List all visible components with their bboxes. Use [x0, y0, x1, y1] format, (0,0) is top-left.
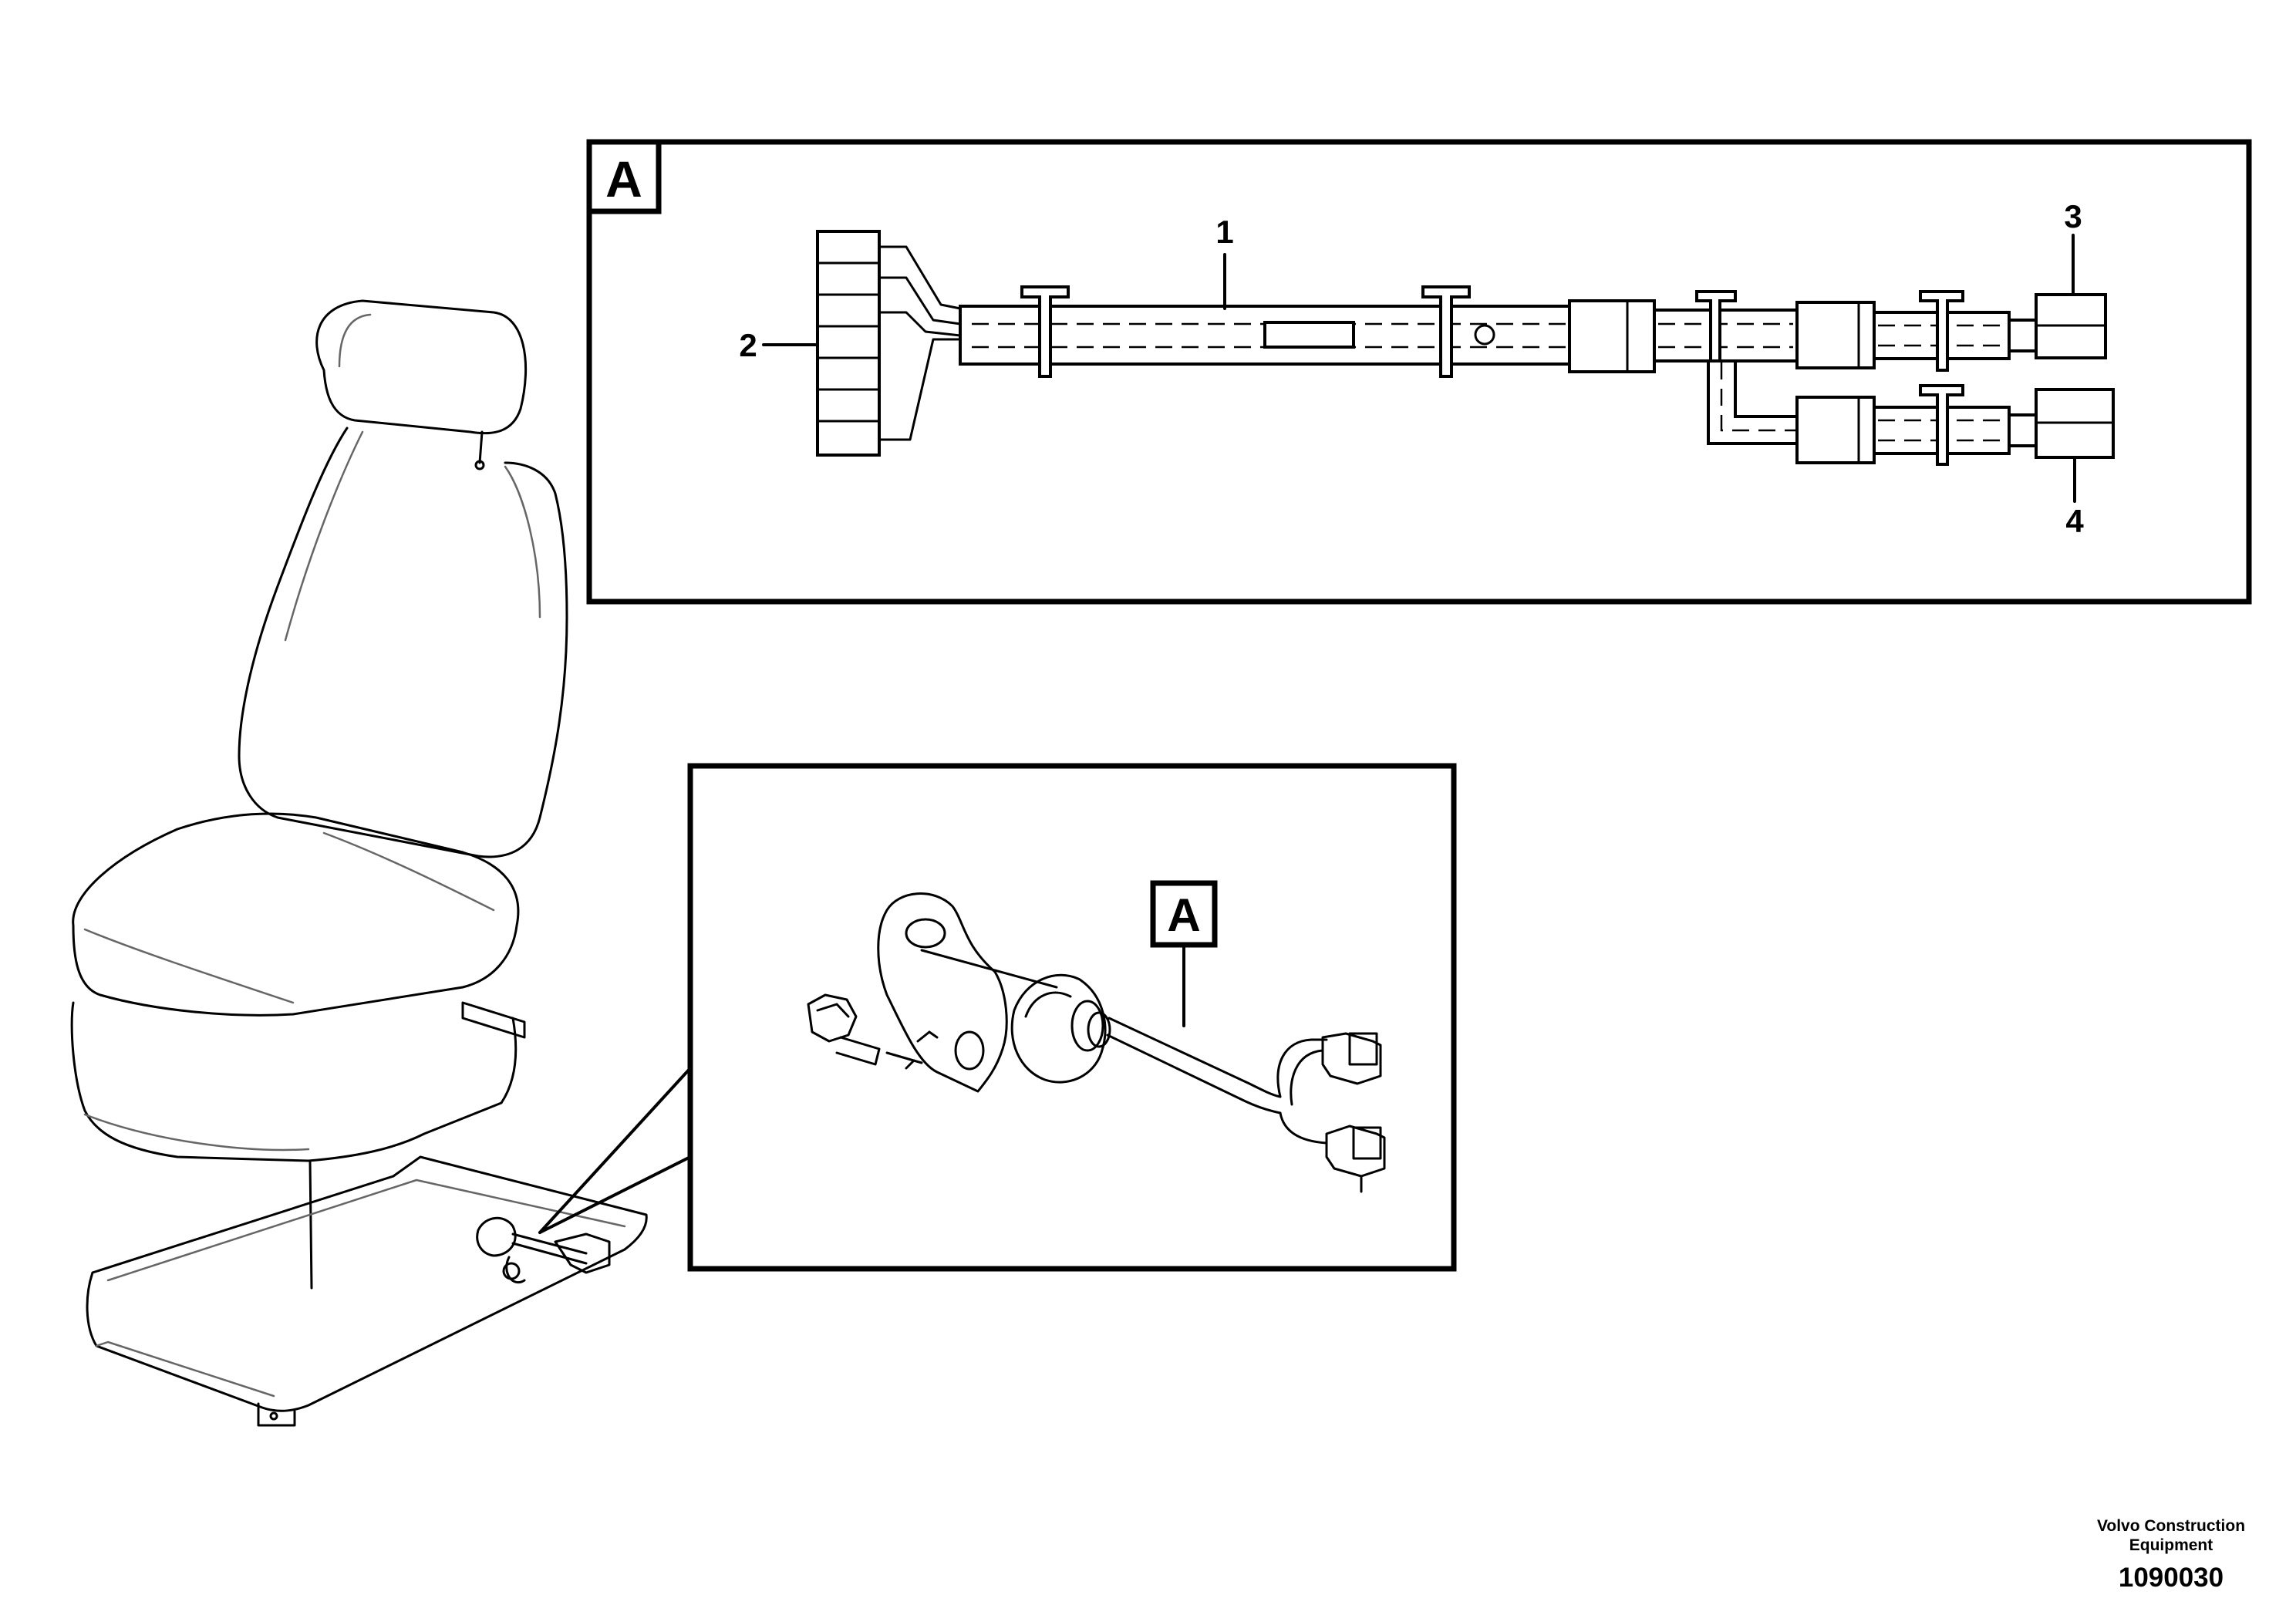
callout-4: 4 [2065, 503, 2084, 539]
company-name-line1: Volvo Construction [2097, 1517, 2245, 1535]
bracket-illustration [877, 892, 1058, 1093]
company-name-line2: Equipment [2129, 1536, 2213, 1554]
zoom-view-box: A [687, 763, 1457, 1272]
callout-2: 2 [739, 327, 757, 363]
detail-view-box: A [586, 139, 2252, 605]
bolt-illustration [807, 993, 939, 1070]
multi-pin-connector [816, 230, 881, 457]
detail-view-label: A [605, 150, 642, 207]
callout-1: 1 [1215, 214, 1233, 250]
harness-detail-illustration [816, 230, 2115, 466]
callout-3: 3 [2064, 198, 2082, 234]
drawing-number: 1090030 [2119, 1563, 2224, 1593]
detail-view-label-box [586, 139, 662, 214]
connector-illustration [1010, 973, 1386, 1193]
zoom-view-label: A [1167, 889, 1200, 941]
seat-illustration [70, 299, 692, 1427]
